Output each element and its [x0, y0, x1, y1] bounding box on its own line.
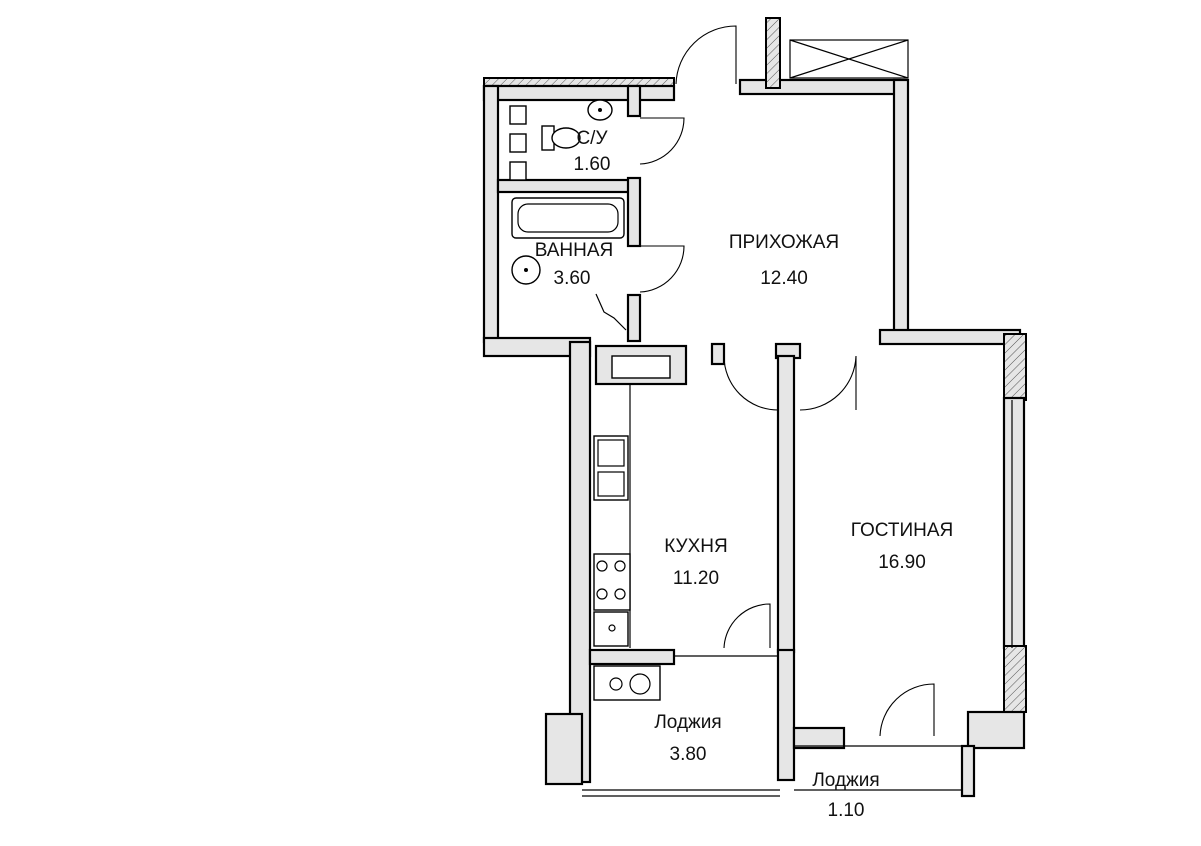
- area-wc: 1.60: [574, 154, 611, 175]
- bathtub-icon: [511, 197, 625, 239]
- label-hallway: ПРИХОЖАЯ: [729, 232, 839, 253]
- label-loggia-kitchen: Лоджия: [654, 712, 721, 733]
- area-loggia-kitchen: 3.80: [670, 744, 707, 765]
- area-kitchen: 11.20: [673, 568, 719, 589]
- walls: [482, 17, 1027, 798]
- label-loggia-living: Лоджия: [812, 770, 879, 791]
- room-labels: С/У 1.60 ВАННАЯ 3.60 ПРИХОЖАЯ 12.40 КУХН…: [535, 128, 954, 821]
- label-bathroom: ВАННАЯ: [535, 240, 614, 261]
- area-loggia-living: 1.10: [828, 800, 865, 821]
- label-living-room: ГОСТИНАЯ: [851, 520, 953, 541]
- fixtures: [509, 99, 661, 701]
- area-living-room: 16.90: [878, 552, 926, 573]
- label-wc: С/У: [576, 128, 608, 149]
- kitchen-sink-icon: [593, 435, 629, 501]
- doors: [639, 25, 935, 737]
- area-hallway: 12.40: [760, 268, 808, 289]
- boiler-icon: [593, 665, 661, 701]
- area-bathroom: 3.60: [554, 268, 591, 289]
- label-kitchen: КУХНЯ: [664, 536, 727, 557]
